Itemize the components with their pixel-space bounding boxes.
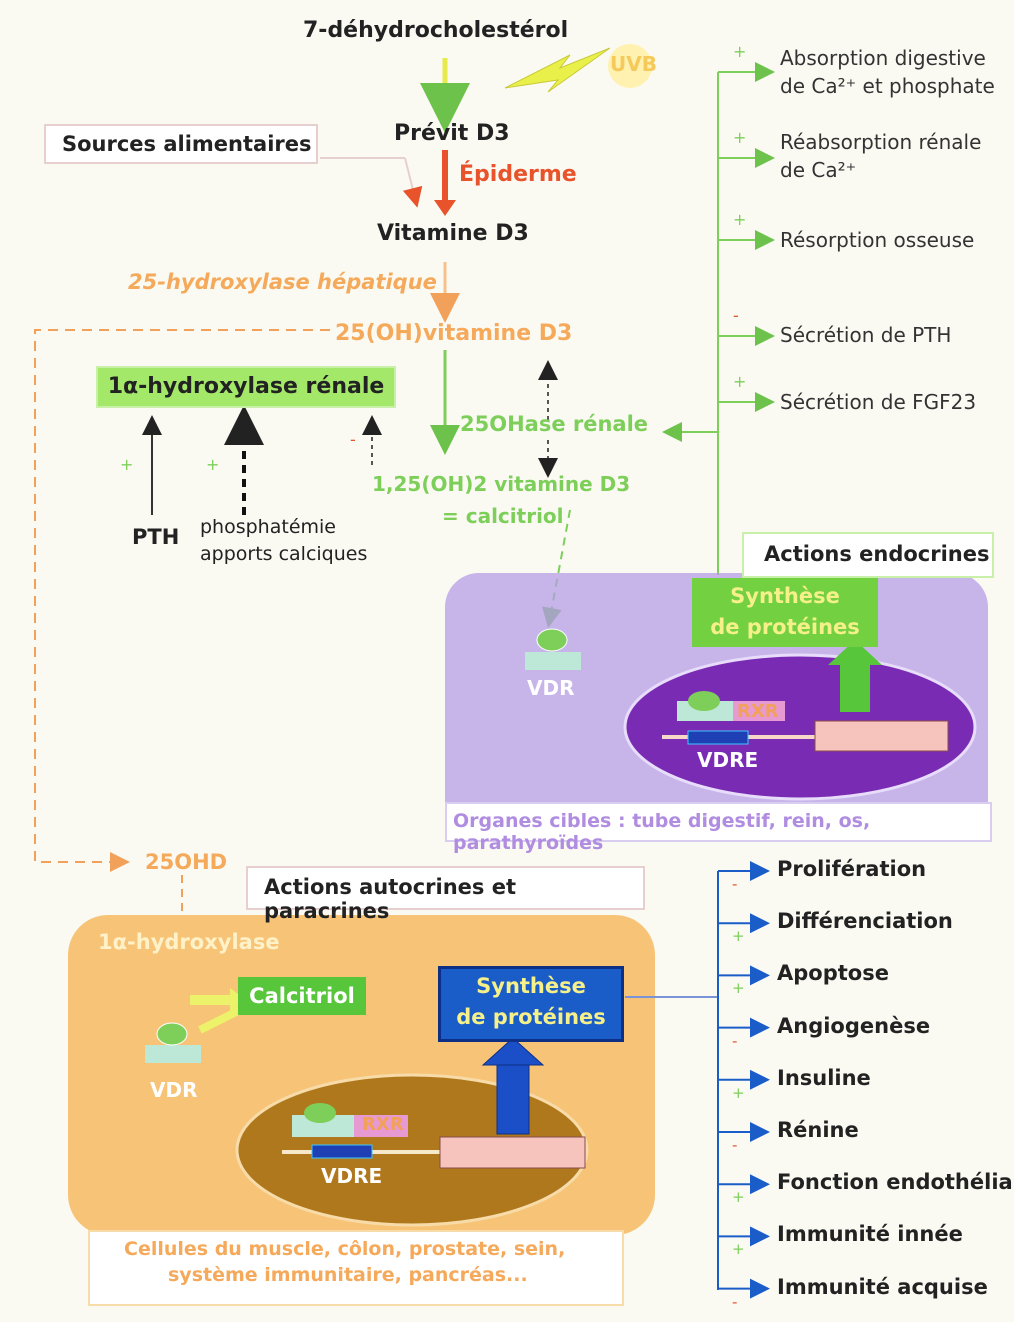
effect-sign: +	[733, 372, 747, 391]
autocrine-effect-sign: -	[732, 875, 738, 893]
autocrine-effect-label: Prolifération	[777, 857, 927, 881]
ohd-label: 25OHD	[145, 850, 228, 874]
endocrine-vdr: VDR	[527, 676, 575, 700]
autocrine-effect-sign: +	[732, 1240, 745, 1259]
autocrine-effect-label: Fonction endothéliale	[777, 1170, 1014, 1195]
calcitriol-formula: 1,25(OH)2 vitamine D3	[372, 472, 631, 496]
vitd3-label: Vitamine D3	[377, 221, 529, 246]
effect-pth: Sécrétion de PTH	[780, 323, 952, 347]
hydroxylase-hepatique-label: 25-hydroxylase hépatique	[128, 270, 437, 294]
endocrine-title: Actions endocrines	[764, 542, 990, 566]
cellules-line1: Cellules du muscle, côlon, prostate, sei…	[124, 1238, 566, 1260]
autocrine-effect-label: Immunité innée	[777, 1222, 963, 1247]
autocrine-effect-sign: +	[732, 1188, 745, 1207]
cellules-box: Cellules du muscle, côlon, prostate, sei…	[88, 1230, 624, 1306]
endocrine-rxr: RXR	[737, 701, 779, 722]
sun-icon	[608, 44, 652, 88]
phosphatemie-label: phosphatémie	[200, 516, 336, 538]
uvb-label: UVB	[610, 52, 657, 76]
organes-box: Organes cibles : tube digestif, rein, os…	[445, 802, 992, 854]
autocrine-effect-label: Immunité acquise	[777, 1274, 988, 1299]
organes-label: Organes cibles : tube digestif, rein, os…	[453, 810, 871, 854]
autocrine-rxr: RXR	[362, 1114, 404, 1135]
autocrine-title: Actions autocrines et paracrines	[264, 875, 516, 923]
calcitriol-name: = calcitriol	[442, 504, 564, 528]
autocrine-vdr: VDR	[150, 1078, 198, 1102]
effect-sign: +	[733, 210, 747, 229]
endocrine-vdre: VDRE	[697, 748, 759, 772]
autocrine-effect-sign: -	[732, 1136, 738, 1154]
autocrine-alpha-label: 1α-hydroxylase	[98, 930, 280, 954]
autocrine-effect-label: Apoptose	[777, 961, 889, 986]
effect-fgf23: Sécrétion de FGF23	[780, 390, 977, 414]
effect-sign: +	[733, 128, 747, 147]
autocrine-effect-label: Rénine	[777, 1118, 859, 1142]
precursor-label: 7-déhydrocholestérol	[303, 18, 569, 43]
pth-label: PTH	[132, 525, 180, 549]
lightning-icon	[504, 47, 611, 93]
autocrine-effect-sign: -	[732, 1031, 738, 1050]
effect-sign: +	[733, 42, 747, 61]
target-nucleus	[623, 653, 977, 801]
oh-vitd3-label: 25(OH)vitamine D3	[335, 321, 573, 346]
autocrine-effect-sign: +	[732, 1083, 745, 1102]
endocrine-title-box: Actions endocrines	[742, 532, 994, 578]
autocrine-effect-sign: -	[732, 1292, 738, 1311]
autocrine-effect-label: Différenciation	[777, 909, 953, 934]
cellules-line2: système immunitaire, pancréas...	[168, 1264, 528, 1286]
autocrine-effect-sign: +	[732, 927, 745, 946]
autocrine-effect-label: Angiogenèse	[777, 1013, 931, 1038]
epiderme-label: Épiderme	[459, 162, 577, 187]
apports-label: apports calciques	[200, 543, 368, 565]
autocrine-effect-sign: +	[732, 979, 745, 998]
calcitriol-box: Calcitriol	[238, 977, 366, 1015]
plus-sign-pth: +	[120, 455, 134, 474]
autocrine-title-box: Actions autocrines et paracrines	[246, 866, 645, 923]
sources-label: Sources alimentaires	[62, 132, 312, 156]
plus-sign-phos: +	[206, 455, 220, 474]
autocrine-vdre: VDRE	[321, 1164, 383, 1188]
minus-sign: -	[350, 430, 356, 449]
autocrine-effect-label: Insuline	[777, 1065, 871, 1090]
effect-resorption: Résorption osseuse	[780, 228, 975, 252]
ohase-renale-label: 25OHase rénale	[460, 412, 649, 436]
previt-label: Prévit D3	[394, 121, 510, 146]
sources-box: Sources alimentaires	[44, 124, 318, 164]
effect-sign: -	[733, 306, 739, 325]
alpha-renale-box: 1α-hydroxylase rénale	[96, 366, 396, 408]
